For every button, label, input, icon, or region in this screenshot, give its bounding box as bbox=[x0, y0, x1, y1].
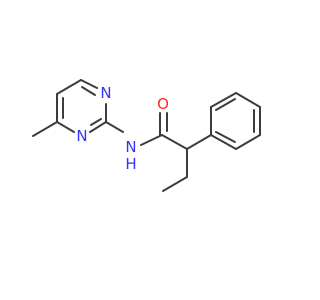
bond-carbonyl-alpha bbox=[161, 134, 188, 150]
pyrimidine-ring bbox=[32, 79, 124, 137]
bond-c4-methyl bbox=[32, 121, 58, 137]
amide-group bbox=[140, 112, 188, 150]
atom-o: O bbox=[157, 95, 169, 113]
atom-labels: N N N H O bbox=[76, 84, 169, 173]
bond-meta1-para bbox=[235, 92, 261, 108]
bond-n1-c6-inner bbox=[81, 86, 96, 96]
bond-ortho2-ipso-inner bbox=[215, 131, 236, 143]
bond-c4-n3 bbox=[56, 121, 75, 133]
atom-n-ring-top: N bbox=[100, 84, 111, 102]
bond-ortho1-meta1-inner bbox=[215, 98, 236, 111]
ethyl-group bbox=[162, 148, 188, 192]
bond-meta2-ortho2 bbox=[235, 134, 261, 150]
bond-n1-c6 bbox=[80, 79, 98, 89]
molecule-structure-diagram: N N N H O bbox=[32, 79, 261, 192]
bond-alpha-ipso bbox=[186, 134, 212, 150]
bond-n3-c2 bbox=[89, 121, 107, 133]
atom-nh-hydrogen: H bbox=[125, 155, 136, 173]
bond-c2-nh bbox=[105, 121, 124, 133]
bond-n3-c2-inner bbox=[90, 118, 102, 126]
bond-nh-carbonyl bbox=[140, 134, 163, 146]
bond-ch2-ch3 bbox=[162, 176, 188, 192]
bond-c6-c5 bbox=[56, 79, 82, 95]
atom-n-ring-bottom: N bbox=[76, 127, 87, 145]
bond-ortho2-ipso bbox=[210, 134, 237, 150]
atom-nh: N bbox=[125, 138, 136, 156]
bond-ortho1-meta1 bbox=[210, 92, 237, 108]
phenyl-ring bbox=[186, 92, 261, 150]
